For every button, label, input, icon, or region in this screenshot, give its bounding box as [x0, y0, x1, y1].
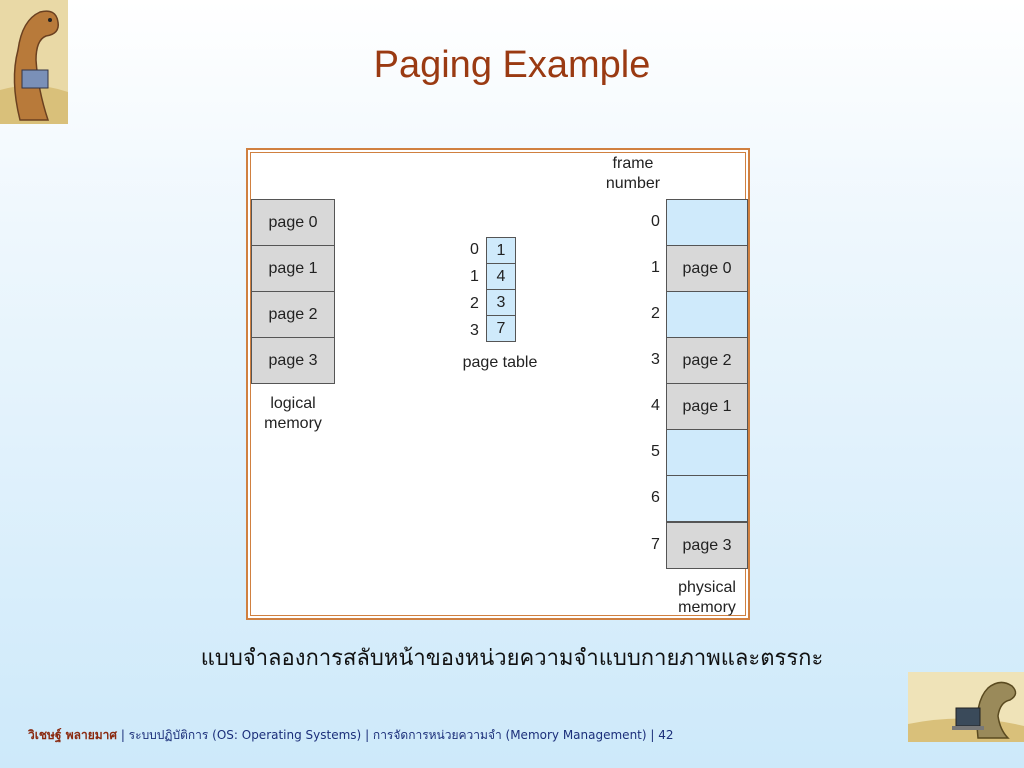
physical-frame-3: page 2	[666, 337, 748, 384]
logical-page-3: page 3	[251, 337, 335, 384]
paging-diagram: page 0 page 1 page 2 page 3 logical memo…	[246, 148, 750, 620]
frame-number-5: 5	[651, 443, 660, 460]
physical-frame-2	[666, 291, 748, 338]
frame-number-1: 1	[651, 259, 660, 276]
footer-course: ระบบปฏิบัติการ (OS: Operating Systems)	[128, 728, 362, 742]
footer-page-number: 42	[658, 728, 674, 742]
physical-frame-7: page 3	[666, 522, 748, 569]
page-table-index-0: 0	[470, 241, 479, 258]
physical-frame-6	[666, 475, 748, 522]
physical-memory-label: physical memory	[662, 578, 752, 618]
logical-page-1: page 1	[251, 245, 335, 292]
physical-frame-0	[666, 199, 748, 246]
physical-memory-label-line1: physical	[678, 579, 736, 596]
footer-separator: |	[117, 728, 129, 742]
logical-memory-label: logical memory	[248, 394, 338, 434]
frame-number-4: 4	[651, 397, 660, 414]
physical-frame-4: page 1	[666, 383, 748, 430]
footer-topic: การจัดการหน่วยความจำ (Memory Management)	[372, 728, 647, 742]
footer-separator: |	[361, 728, 373, 742]
logical-memory-label-line1: logical	[270, 395, 316, 412]
page-table-index-1: 1	[470, 268, 479, 285]
slide-title: Paging Example	[373, 44, 651, 86]
frame-number-0: 0	[651, 213, 660, 230]
frame-number-7: 7	[651, 536, 660, 553]
physical-memory-label-line2: memory	[678, 599, 736, 616]
physical-frame-1: page 0	[666, 245, 748, 292]
footer-author: วิเชษฐ์ พลายมาศ	[28, 728, 117, 742]
footer-separator: |	[646, 728, 659, 742]
frame-number-header: frame number	[588, 154, 678, 194]
page-table-entry-1: 4	[486, 263, 516, 290]
frame-number-header-line1: frame	[612, 155, 654, 172]
page-table-entry-0: 1	[486, 237, 516, 264]
page-table-entry-3: 7	[486, 315, 516, 342]
page-table-entry-2: 3	[486, 289, 516, 316]
page-table-index-3: 3	[470, 322, 479, 339]
slide-footer: วิเชษฐ์ พลายมาศ | ระบบปฏิบัติการ (OS: Op…	[28, 726, 674, 745]
frame-number-2: 2	[651, 305, 660, 322]
logical-page-0: page 0	[251, 199, 335, 246]
dinosaur-laptop-image	[908, 672, 1024, 742]
page-table-label: page table	[462, 354, 538, 371]
logical-memory-label-line2: memory	[264, 415, 322, 432]
slide-caption: แบบจำลองการสลับหน้าของหน่วยความจำแบบกายภ…	[200, 646, 824, 671]
frame-number-3: 3	[651, 351, 660, 368]
page-table-index-2: 2	[470, 295, 479, 312]
dinosaur-reading-image	[0, 0, 68, 124]
logical-page-2: page 2	[251, 291, 335, 338]
frame-number-6: 6	[651, 489, 660, 506]
physical-frame-5	[666, 429, 748, 476]
frame-number-header-line2: number	[605, 175, 661, 192]
